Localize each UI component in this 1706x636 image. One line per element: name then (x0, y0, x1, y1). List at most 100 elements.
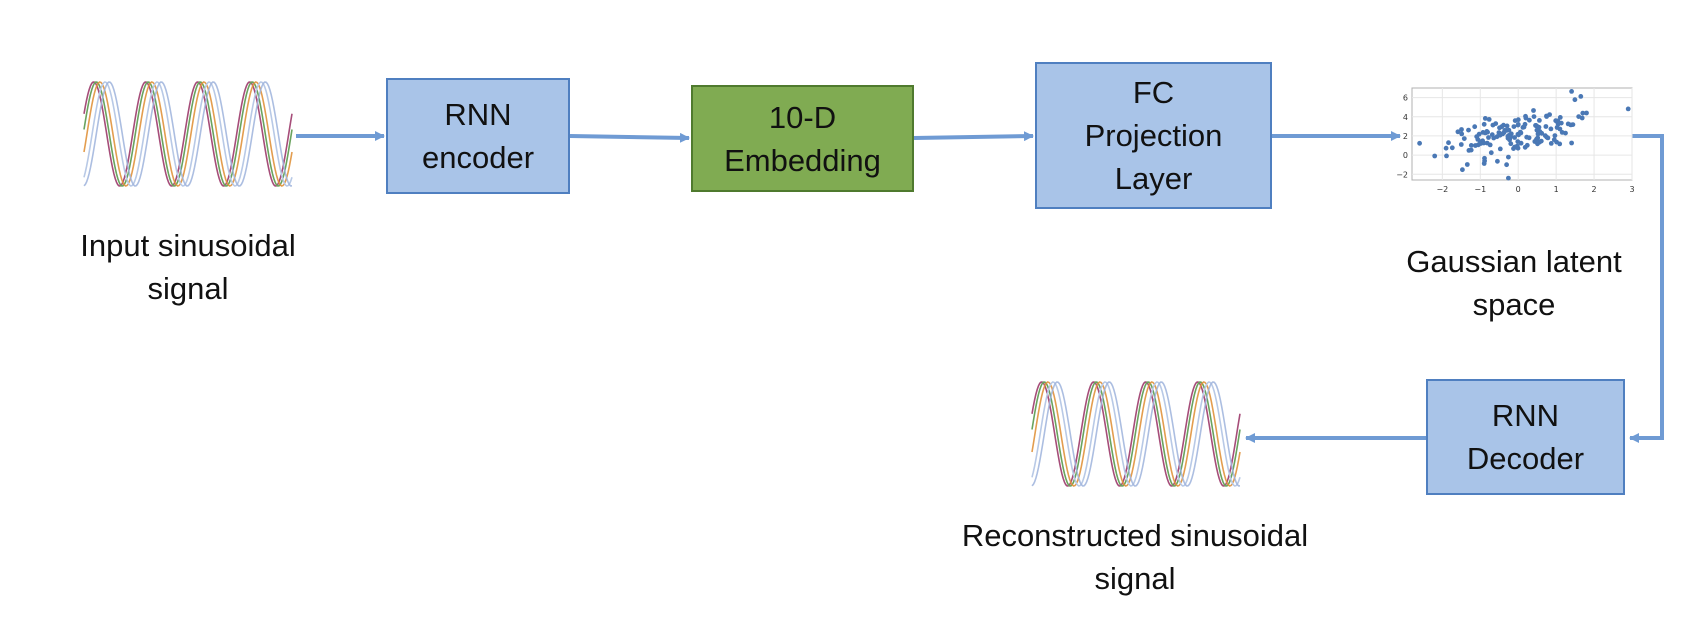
latent-point (1578, 94, 1584, 99)
latent-point (1569, 89, 1574, 94)
latent-point (1476, 131, 1482, 137)
latent-point (1481, 161, 1487, 166)
latent-space-caption-line-2: space (1472, 287, 1556, 322)
latent-point (1444, 153, 1449, 159)
latent-point (1459, 131, 1465, 137)
latent-point (1493, 121, 1499, 126)
latent-point (1511, 124, 1517, 129)
latent-point (1535, 141, 1540, 147)
latent-point (1486, 135, 1491, 140)
connectors (296, 131, 1664, 443)
latent-point (1485, 129, 1490, 135)
x-tick-label: −2 (1436, 185, 1448, 194)
y-tick-label: 0 (1403, 151, 1408, 160)
y-tick-label: 4 (1403, 113, 1408, 122)
latent-point (1531, 114, 1537, 119)
x-tick-label: 3 (1629, 185, 1634, 194)
rnn-decoder-line-2: Decoder (1466, 441, 1585, 476)
latent-point (1515, 122, 1521, 128)
latent-point (1515, 117, 1521, 123)
latent-point (1572, 97, 1578, 103)
latent-plot-points (1417, 89, 1631, 181)
arrow-encoder-to-embedding (569, 132, 690, 143)
latent-point (1515, 139, 1521, 145)
x-tick-label: −1 (1474, 185, 1486, 194)
latent-point (1458, 142, 1464, 147)
latent-point (1533, 123, 1538, 128)
latent-point (1497, 146, 1503, 152)
latent-point (1475, 142, 1481, 148)
latent-point (1548, 141, 1554, 146)
embedding-line-1: 10-D (768, 99, 837, 135)
latent-point (1455, 129, 1461, 135)
latent-point (1461, 136, 1467, 142)
x-tick-label: 1 (1554, 185, 1559, 194)
rnn-encoder-line-1: RNN (444, 97, 512, 132)
y-tick-label: −2 (1396, 170, 1408, 179)
fc-projection-block: FC Projection Layer (1035, 62, 1272, 209)
latent-point (1459, 127, 1464, 132)
latent-point (1417, 140, 1422, 146)
wave-trace (83, 81, 293, 187)
y-tick-label: 6 (1403, 94, 1408, 103)
latent-point (1625, 106, 1631, 112)
input-signal-caption-line-1: Input sinusoidal (80, 228, 296, 263)
latent-point (1580, 110, 1586, 116)
wave-trace (83, 81, 293, 187)
latent-point (1460, 167, 1465, 173)
latent-point (1464, 162, 1470, 167)
latent-point (1482, 116, 1488, 121)
latent-point (1508, 141, 1514, 147)
input-signal-caption-line-2: signal (147, 271, 229, 306)
latent-point (1468, 147, 1474, 153)
latent-point (1527, 117, 1532, 123)
latent-point (1569, 140, 1574, 146)
latent-point (1570, 122, 1576, 127)
rnn-encoder-line-2: encoder (421, 140, 535, 175)
latent-point (1501, 130, 1507, 136)
latent-scatter-plot: −2 −1 0 1 2 3 6 4 2 0 −2 (1396, 87, 1635, 194)
fc-projection-line-2: Projection (1084, 118, 1223, 153)
latent-point (1481, 121, 1487, 127)
latent-point (1531, 108, 1536, 113)
latent-point (1537, 118, 1542, 123)
rnn-encoder-block: RNN encoder (386, 78, 570, 194)
latent-point (1547, 112, 1552, 117)
arrow-embedding-to-fc (913, 131, 1034, 142)
latent-point (1466, 127, 1471, 133)
latent-point (1555, 120, 1561, 126)
reconstructed-signal-caption-line-1: Reconstructed sinusoidal (961, 518, 1309, 553)
latent-space-caption: Gaussian latent space (1370, 240, 1658, 326)
latent-point (1512, 144, 1518, 150)
latent-point (1522, 144, 1528, 150)
input-waveform (83, 81, 293, 187)
latent-point (1535, 135, 1541, 141)
reconstructed-waveform (1031, 381, 1241, 487)
latent-point (1565, 121, 1571, 127)
latent-point (1495, 158, 1500, 164)
latent-point (1563, 130, 1568, 136)
latent-point (1494, 134, 1500, 140)
latent-point (1488, 150, 1494, 156)
latent-point (1548, 126, 1554, 132)
latent-point (1552, 133, 1558, 139)
latent-point (1432, 153, 1438, 159)
latent-plot-y-ticks: 6 4 2 0 −2 (1396, 94, 1408, 180)
latent-point (1557, 141, 1563, 147)
reconstructed-signal-caption-line-2: signal (1094, 561, 1176, 596)
latent-point (1449, 145, 1455, 151)
wave-trace (1031, 381, 1241, 487)
latent-point (1557, 115, 1563, 120)
wave-trace (1031, 381, 1241, 487)
latent-point (1481, 140, 1487, 146)
y-tick-label: 2 (1403, 132, 1408, 141)
reconstructed-signal-caption: Reconstructed sinusoidal signal (920, 514, 1350, 600)
wave-trace (83, 81, 293, 187)
fc-projection-line-1: FC (1132, 75, 1175, 110)
latent-point (1497, 125, 1502, 131)
latent-point (1497, 131, 1503, 137)
latent-point (1468, 143, 1474, 148)
embedding-line-2: Embedding (724, 142, 881, 178)
rnn-decoder-line-1: RNN (1491, 398, 1560, 433)
